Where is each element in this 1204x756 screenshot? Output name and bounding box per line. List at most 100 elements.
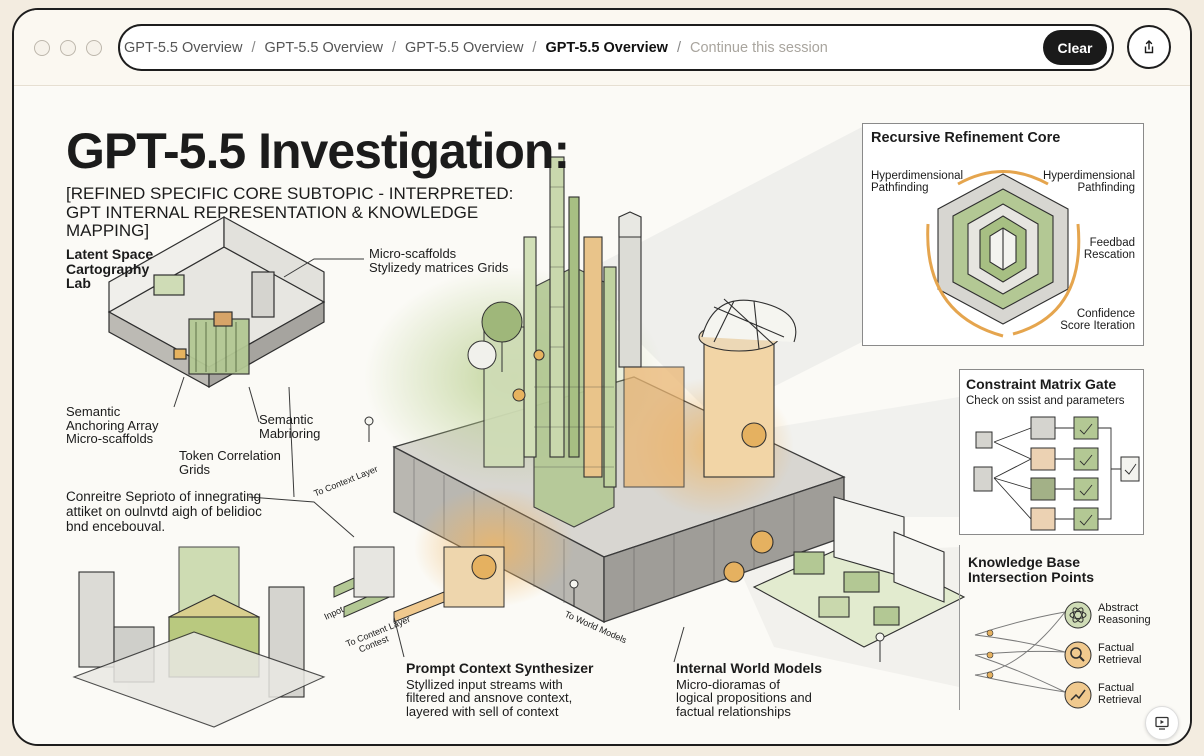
knowledge-item-factual-1[interactable]: Factual Retrieval: [1064, 635, 1151, 675]
label-line: Stylizedy matrices Grids: [369, 259, 509, 275]
label-line: Cartography: [66, 260, 150, 277]
internal-world-models-title: Internal World Models: [676, 660, 822, 676]
presentation-icon: [1155, 716, 1169, 730]
continue-session-input[interactable]: Continue this session: [690, 39, 828, 56]
label-line: bnd encebouval.: [66, 519, 166, 535]
magnifier-icon: [1064, 641, 1092, 669]
infographic-canvas: GPT-5.5 Investigation: [REFINED SPECIFIC…: [14, 87, 1190, 744]
breadcrumb: GPT-5.5 Overview / GPT-5.5 Overview / GP…: [124, 40, 828, 56]
label-line: Retrieval: [1098, 694, 1142, 706]
label-line: Reasoning: [1098, 614, 1151, 626]
breadcrumb-separator: /: [391, 39, 396, 56]
trend-chart-icon: [1064, 681, 1092, 709]
constraint-matrix-title: Constraint Matrix Gate: [966, 376, 1117, 392]
constraint-matrix-panel: Constraint Matrix Gate Check on ssist an…: [959, 369, 1144, 535]
label-line: factual relationships: [676, 703, 791, 719]
share-button[interactable]: [1127, 25, 1171, 69]
label-line: Factual: [1098, 682, 1135, 695]
slideshow-button[interactable]: [1145, 706, 1179, 740]
recursive-refinement-title: Recursive Refinement Core: [871, 130, 1061, 146]
label-line: Rescation: [1083, 249, 1135, 262]
label-line: Knowledge Base: [968, 554, 1081, 570]
label-line: Factual: [1098, 642, 1135, 655]
label-line: Mabrioring: [259, 425, 321, 441]
prompt-context-text: Styllized input streams with filtered an…: [406, 678, 593, 719]
label-line: Grids: [179, 461, 211, 477]
label-line: Pathfinding: [871, 182, 929, 195]
label-line: Token Correlation: [179, 448, 281, 463]
label-line: Semantic: [259, 412, 314, 427]
subtitle-line: [REFINED SPECIFIC CORE SUBTOPIC - INTERP…: [66, 184, 514, 203]
window-controls: [34, 40, 102, 56]
breadcrumb-item-current[interactable]: GPT-5.5 Overview: [545, 39, 668, 56]
knowledge-item-label: Factual Retrieval: [1098, 683, 1141, 706]
window-dot-maximize[interactable]: [86, 40, 102, 56]
latent-space-label: Latent Space Cartography Lab: [66, 247, 153, 291]
atom-icon: [1064, 601, 1092, 629]
pathfinding-left-label: Hyperdimensional Pathfinding: [871, 170, 963, 194]
label-line: Anchoring Array: [66, 417, 159, 433]
internal-world-models-block: Internal World Models Micro-dioramas of …: [676, 661, 822, 719]
label-line: Hyperdimensional: [1042, 170, 1135, 182]
isometric-illustration: [72, 127, 966, 728]
label-line: attiket on oulnvtd aigh of belidioc: [66, 504, 262, 520]
label-line: Styllized input streams with: [406, 676, 563, 692]
label-line: Score Iteration: [1060, 320, 1135, 333]
internal-world-models-text: Micro-dioramas of logical propositions a…: [676, 678, 822, 719]
label-line: Pathfinding: [1077, 182, 1135, 195]
label-line: Hyperdimensional: [871, 170, 964, 182]
infographic-title: GPT-5.5 Investigation:: [66, 123, 570, 179]
knowledge-item-list: Abstract Reasoning Factual Retrieval: [1064, 595, 1151, 715]
breadcrumb-separator: /: [251, 39, 256, 56]
window-dot-minimize[interactable]: [60, 40, 76, 56]
knowledge-base-panel: Knowledge Base Intersection Points: [959, 545, 1151, 710]
label-line: filtered and ansnove context,: [406, 690, 573, 706]
top-bar: GPT-5.5 Overview / GPT-5.5 Overview / GP…: [14, 10, 1190, 86]
label-line: Conreitre Seprioto of innegrating: [66, 489, 262, 504]
recursive-refinement-panel: Recursive Refinement Core Hyperdimension…: [862, 123, 1144, 346]
knowledge-item-label: Abstract Reasoning: [1098, 603, 1151, 626]
knowledge-item-abstract[interactable]: Abstract Reasoning: [1064, 595, 1151, 635]
feedback-label: Feedbad Rescation: [1084, 237, 1135, 261]
label-line: Retrieval: [1098, 654, 1142, 666]
semantic-mabrioring-label: Semantic Mabrioring: [259, 413, 320, 440]
label-line: Semantic: [66, 404, 121, 419]
subtitle-line: GPT INTERNAL REPRESENTATION & KNOWLEDGE …: [66, 202, 479, 241]
label-line: Micro-dioramas of: [676, 676, 781, 692]
conreitre-description: Conreitre Seprioto of innegrating attike…: [66, 489, 262, 534]
label-line: layered with sell of context: [406, 703, 559, 719]
label-line: Feedbad: [1089, 237, 1135, 249]
label-line: Micro-scaffolds: [66, 431, 154, 447]
infographic-subtitle: [REFINED SPECIFIC CORE SUBTOPIC - INTERP…: [66, 184, 536, 241]
label-line: Abstract: [1098, 602, 1139, 615]
address-bar[interactable]: GPT-5.5 Overview / GPT-5.5 Overview / GP…: [118, 24, 1114, 71]
semantic-anchoring-label: Semantic Anchoring Array Micro-scaffolds: [66, 405, 159, 446]
clear-button[interactable]: Clear: [1043, 30, 1107, 65]
breadcrumb-item-3[interactable]: GPT-5.5 Overview: [404, 39, 524, 56]
knowledge-base-title: Knowledge Base Intersection Points: [968, 555, 1094, 584]
micro-scaffolds-label: Micro-scaffolds Stylizedy matrices Grids: [369, 247, 508, 274]
app-window: GPT-5.5 Overview / GPT-5.5 Overview / GP…: [12, 8, 1192, 746]
label-line: Latent Space: [66, 246, 154, 262]
share-icon: [1144, 40, 1154, 54]
breadcrumb-item-2[interactable]: GPT-5.5 Overview: [264, 39, 383, 56]
prompt-context-title: Prompt Context Synthesizer: [406, 660, 594, 676]
breadcrumb-item-1[interactable]: GPT-5.5 Overview: [124, 39, 243, 56]
breadcrumb-separator: /: [676, 39, 681, 56]
confidence-label: Confidence Score Iteration: [1060, 308, 1135, 332]
window-dot-close[interactable]: [34, 40, 50, 56]
knowledge-item-factual-2[interactable]: Factual Retrieval: [1064, 675, 1151, 715]
constraint-gate-diagram: [973, 416, 1140, 531]
knowledge-item-label: Factual Retrieval: [1098, 643, 1141, 666]
constraint-matrix-subtitle: Check on ssist and parameters: [966, 395, 1125, 407]
label-line: logical propositions and: [676, 690, 812, 706]
prompt-context-block: Prompt Context Synthesizer Styllized inp…: [406, 661, 593, 719]
pathfinding-right-label: Hyperdimensional Pathfinding: [1043, 170, 1135, 194]
refinement-core-diagram: [926, 170, 1081, 338]
label-line: Micro-scaffolds: [369, 246, 457, 261]
label-line: Lab: [66, 275, 91, 292]
breadcrumb-separator: /: [532, 39, 537, 56]
label-line: Intersection Points: [968, 568, 1095, 585]
label-line: Confidence: [1076, 308, 1135, 320]
token-correlation-label: Token Correlation Grids: [179, 449, 281, 476]
